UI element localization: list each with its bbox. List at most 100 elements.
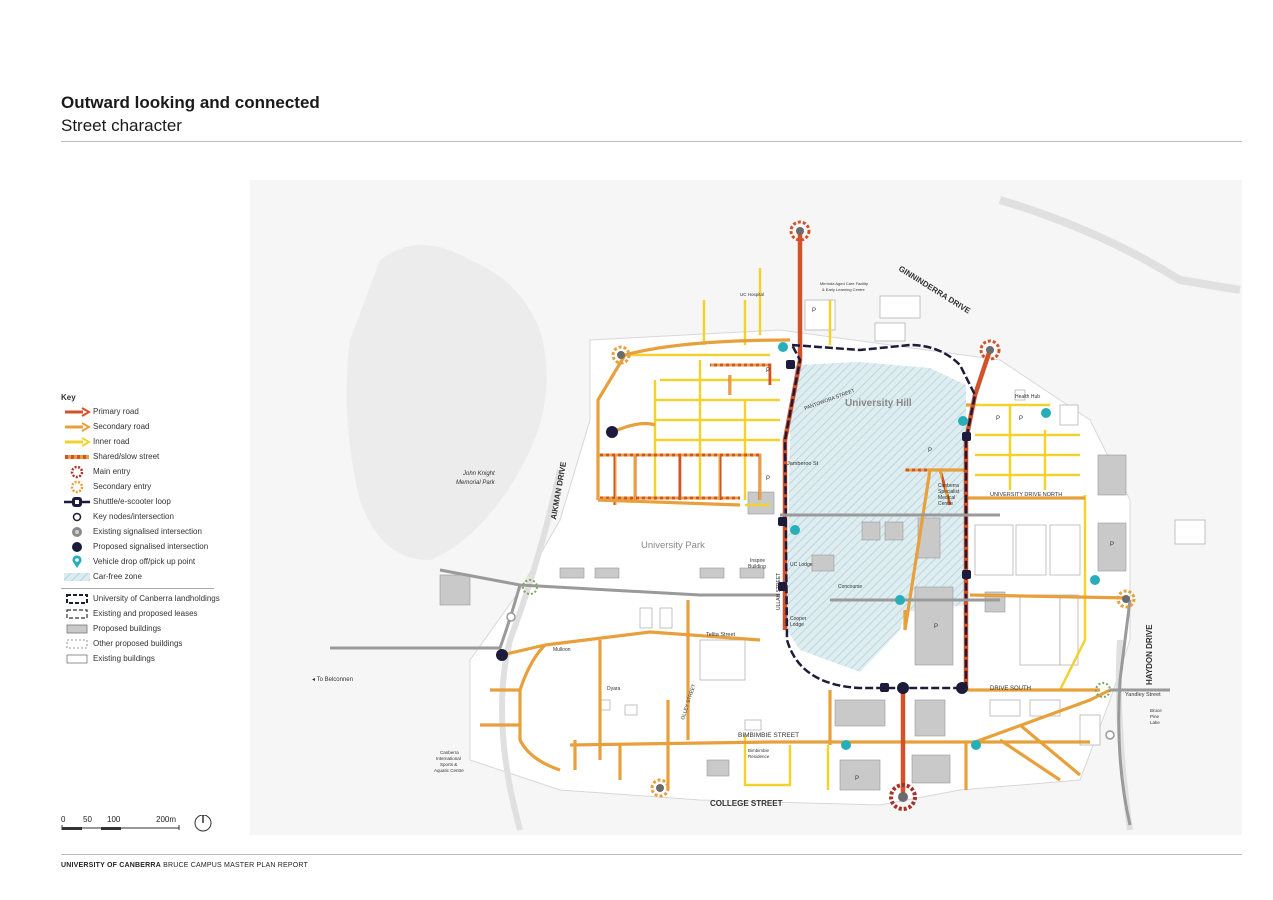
scale-tick-200: 200m [156, 815, 177, 824]
label-cis-1: Canberra [440, 750, 459, 755]
legend-item-proposed-buildings: Proposed buildings [61, 621, 241, 636]
legend-item-primary: Primary road [61, 404, 241, 419]
label-haydon-drive: HAYDON DRIVE [1145, 624, 1154, 685]
label-dyara: Dyara [607, 686, 621, 692]
leases-swatch [66, 608, 88, 619]
legend-item-leases: Existing and proposed leases [61, 606, 241, 621]
buildings [439, 454, 1127, 791]
label-bimbimbie-res-1: Bimbimbie [748, 748, 770, 753]
label-university-drive-north: UNIVERSITY DRIVE NORTH [990, 492, 1062, 498]
label-parking-8: P [855, 776, 859, 782]
page-title: Outward looking and connected [61, 93, 320, 112]
proposed-buildings-swatch [66, 624, 88, 633]
legend-label: Inner road [93, 437, 130, 446]
legend-label: Shuttle/e-scooter loop [93, 497, 171, 506]
key-node-swatch [72, 512, 82, 521]
label-uc-lodge: UC Lodge [790, 562, 813, 568]
legend-label: Existing signalised intersection [93, 527, 202, 536]
legend-item-uc-land: University of Canberra landholdings [61, 591, 241, 606]
legend-label: Secondary road [93, 422, 150, 431]
label-concourse: Concourse [838, 584, 862, 590]
legend-divider [61, 588, 214, 589]
label-aged-care-2: & Early Learning Centre [822, 287, 865, 292]
scale-tick-50: 50 [83, 815, 92, 824]
legend-label: Proposed signalised intersection [93, 542, 209, 551]
label-yandley-street: Yandley Street [1125, 692, 1161, 698]
label-uc-hospital: UC Hospital [740, 292, 764, 297]
legend-label: Car-free zone [93, 572, 142, 581]
legend-label: Existing buildings [93, 654, 155, 663]
label-college-street: COLLEGE STREET [710, 799, 783, 808]
legend-item-existing-signal: Existing signalised intersection [61, 524, 241, 539]
footer-org: UNIVERSITY OF CANBERRA [61, 862, 161, 869]
legend-item-secondary-entry: Secondary entry [61, 479, 241, 494]
label-inspire-1: Inspire [750, 558, 765, 564]
legend-label: Existing and proposed leases [93, 609, 198, 618]
car-free-swatch [64, 572, 90, 581]
legend-item-car-free: Car-free zone [61, 569, 241, 584]
label-mulloon: Mulloon [553, 647, 571, 653]
secondary-entry-swatch [70, 480, 84, 493]
label-cooper-2: Lodge [790, 622, 804, 628]
legend-label: Key nodes/intersection [93, 512, 174, 521]
legend-label: University of Canberra landholdings [93, 594, 220, 603]
label-bruce-3: Lake [1150, 720, 1160, 725]
label-university-hill: University Hill [845, 398, 912, 409]
inner-road-swatch [65, 436, 91, 447]
legend-item-key-node: Key nodes/intersection [61, 509, 241, 524]
legend-item-proposed-signal: Proposed signalised intersection [61, 539, 241, 554]
proposed-signal-swatch [72, 541, 82, 552]
label-canberra-specialist-2: Specialist [938, 489, 960, 495]
label-parking-4: P [996, 416, 1000, 422]
shared-streets [597, 363, 952, 506]
legend-item-shuttle: Shuttle/e-scooter loop [61, 494, 241, 509]
entry-markers [522, 220, 1136, 811]
label-bruce-1: Bruce [1150, 708, 1162, 713]
legend-label: Shared/slow street [93, 452, 160, 461]
label-telita-street: Telita Street [706, 632, 736, 638]
legend-item-secondary: Secondary road [61, 419, 241, 434]
legend-item-dropoff: Vehicle drop off/pick up point [61, 554, 241, 569]
label-health-hub: Health Hub [1015, 394, 1040, 400]
dropoff-points [778, 342, 1100, 750]
legend-item-main-entry: Main entry [61, 464, 241, 479]
label-university-drive-south: DRIVE SOUTH [990, 686, 1031, 692]
key-nodes [506, 612, 1115, 740]
scale-tick-100: 100 [107, 815, 121, 824]
secondary-roads [480, 338, 1131, 790]
scale-bar-graphic [61, 814, 212, 832]
existing-signal-swatch [72, 526, 82, 537]
header-divider [61, 141, 1242, 142]
label-bruce-2: Pine [1150, 714, 1160, 719]
label-parking-1: P [812, 308, 816, 314]
legend-item-shared: Shared/slow street [61, 449, 241, 464]
label-parking-3: P [928, 448, 932, 454]
legend-label: Proposed buildings [93, 624, 162, 633]
primary-road-swatch [65, 406, 91, 417]
label-cis-2: International [436, 756, 461, 761]
map-legend: Key Primary road Secondary road Inner ro… [61, 393, 241, 666]
label-canberra-specialist-3: Medical [938, 495, 955, 501]
shared-street-swatch [65, 454, 89, 459]
footer-report: BRUCE CAMPUS MASTER PLAN REPORT [160, 862, 309, 869]
label-university-park: University Park [641, 540, 705, 551]
label-parking-2: P [766, 368, 770, 374]
page-subtitle: Street character [61, 116, 182, 135]
arterial-roads [330, 513, 1170, 826]
label-aged-care-1: Mirrinda Aged Care Facility [820, 281, 868, 286]
footer-divider [61, 854, 1242, 855]
uc-land-swatch [66, 593, 88, 604]
shuttle-stops [778, 360, 971, 692]
scale-tick-0: 0 [61, 815, 66, 824]
dropoff-pin-icon [72, 554, 82, 568]
label-parking-6: P [1110, 542, 1114, 548]
footer: UNIVERSITY OF CANBERRA BRUCE CAMPUS MAST… [61, 862, 308, 869]
label-parking-7: P [934, 624, 938, 630]
legend-label: Primary road [93, 407, 139, 416]
label-canberra-specialist-1: Canberra [938, 483, 959, 489]
legend-label: Other proposed buildings [93, 639, 183, 648]
legend-label: Vehicle drop off/pick up point [93, 557, 196, 566]
legend-heading: Key [61, 393, 76, 402]
legend-item-other-proposed: Other proposed buildings [61, 636, 241, 651]
